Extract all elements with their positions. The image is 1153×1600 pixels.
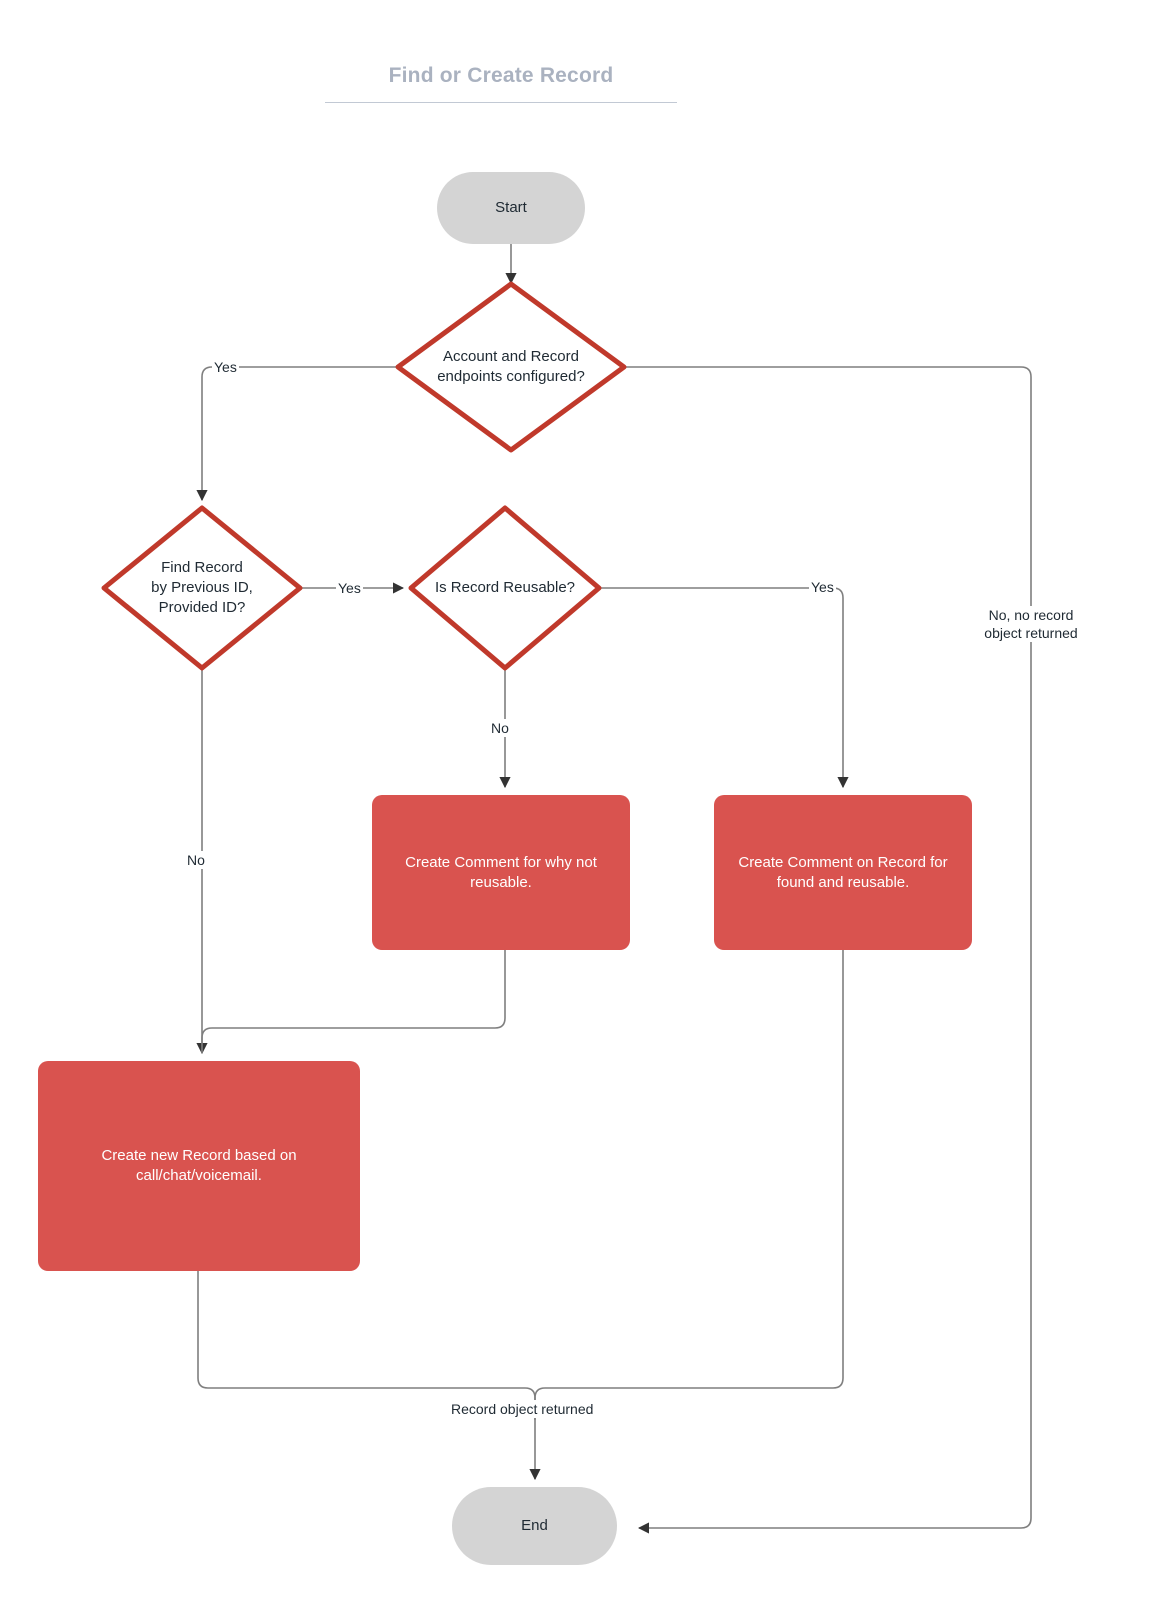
page-title: Find or Create Record bbox=[325, 64, 677, 103]
edge-create-record-to-end bbox=[197, 1271, 541, 1481]
edge-endpoints-no-to-end bbox=[624, 366, 1032, 1534]
edge-label-no-reusable: No bbox=[489, 719, 511, 738]
node-decision-endpoints[interactable] bbox=[395, 281, 627, 453]
node-process-comment-found-reusable[interactable] bbox=[714, 795, 972, 950]
edge-label-yes-reusable: Yes bbox=[809, 578, 836, 597]
edge-label-yes-find-record: Yes bbox=[336, 579, 363, 598]
edge-label-no-record-object: No, no record object returned bbox=[963, 606, 1099, 643]
node-end[interactable] bbox=[452, 1487, 617, 1565]
node-decision-reusable[interactable] bbox=[408, 505, 602, 671]
nodes-group bbox=[38, 172, 972, 1565]
edge-comment-found-to-end bbox=[534, 950, 844, 1420]
edge-label-no-find-record: No bbox=[185, 851, 207, 870]
edge-label-yes-endpoints: Yes bbox=[212, 358, 239, 377]
edge-label-record-object-returned: Record object returned bbox=[449, 1400, 596, 1419]
edge-comment-not-reusable-to-create-record bbox=[201, 950, 506, 1053]
node-start[interactable] bbox=[437, 172, 585, 244]
edge-endpoints-yes-to-find-record bbox=[196, 366, 398, 502]
node-process-create-record[interactable] bbox=[38, 1061, 360, 1271]
edge-reusable-yes-to-comment-found bbox=[599, 587, 849, 789]
edges-group bbox=[196, 244, 1032, 1534]
node-decision-find-record[interactable] bbox=[101, 505, 303, 671]
node-process-comment-not-reusable[interactable] bbox=[372, 795, 630, 950]
